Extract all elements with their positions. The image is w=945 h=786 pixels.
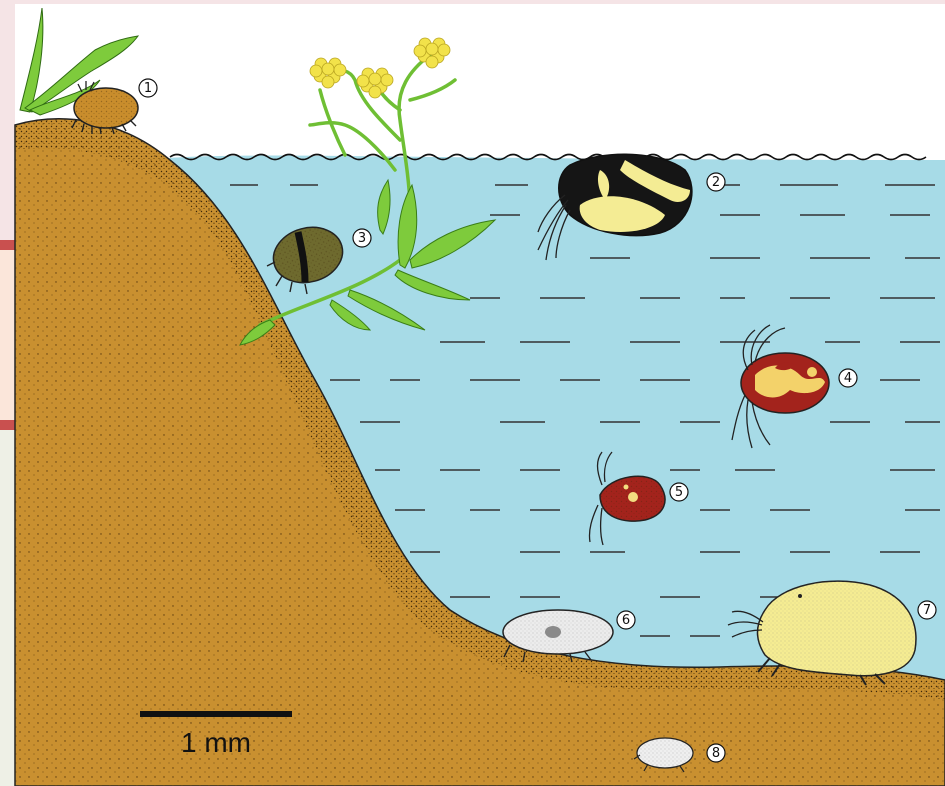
specimen-number-8: 8 bbox=[707, 744, 725, 762]
scale-bar-label: 1 mm bbox=[181, 727, 251, 758]
specimen-number-7: 7 bbox=[918, 601, 936, 619]
specimen-number-text: 2 bbox=[712, 175, 720, 190]
specimen-number-text: 6 bbox=[622, 613, 630, 628]
specimen-number-5: 5 bbox=[670, 483, 688, 501]
specimen-number-3: 3 bbox=[353, 229, 371, 247]
specimen-number-text: 7 bbox=[923, 603, 931, 618]
specimen-number-text: 4 bbox=[844, 371, 852, 386]
scale-bar-line bbox=[140, 711, 292, 717]
specimen-number-text: 3 bbox=[358, 231, 366, 246]
specimen-number-text: 5 bbox=[675, 485, 683, 500]
specimen-number-6: 6 bbox=[617, 611, 635, 629]
specimen-number-text: 1 bbox=[144, 81, 152, 96]
specimen-number-2: 2 bbox=[707, 173, 725, 191]
specimen-number-1: 1 bbox=[139, 79, 157, 97]
specimen-number-text: 8 bbox=[712, 746, 720, 761]
specimen-number-4: 4 bbox=[839, 369, 857, 387]
